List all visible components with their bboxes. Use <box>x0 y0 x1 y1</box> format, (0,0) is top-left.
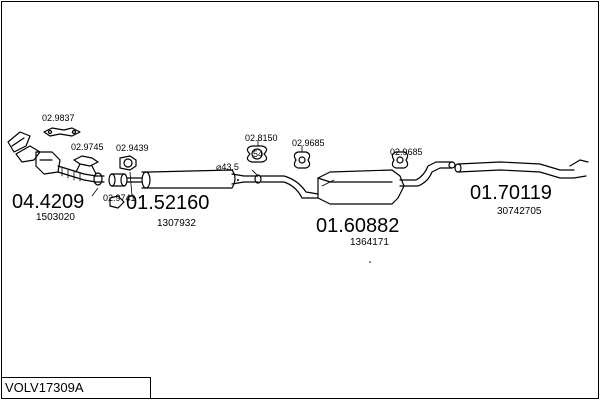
part-number: 01.52160 <box>126 192 209 214</box>
accessory-label: 02.9745 <box>71 142 104 152</box>
diagram-code: VOLV17309A <box>1 377 151 399</box>
gasket-02-9745 <box>73 155 99 175</box>
part-ref: 30742705 <box>497 206 542 217</box>
front-pipe <box>108 171 151 189</box>
rear-silencer <box>317 169 405 205</box>
center-silencer <box>149 169 262 189</box>
tail-pipe <box>454 159 589 179</box>
hanger-02-9685-b <box>391 151 409 169</box>
part-number: 01.60882 <box>316 215 399 237</box>
part-number: 04.4209 <box>12 191 84 213</box>
rubber-mount-02-8150 <box>246 145 268 163</box>
accessory-label: 02.8150 <box>245 133 278 143</box>
rear-outlet-pipe <box>399 161 456 187</box>
accessory-label: 02.9685 <box>292 138 325 148</box>
part-ref: 1364171 <box>350 237 389 248</box>
accessory-label: 02.9685 <box>390 147 423 157</box>
part-ref: 1307932 <box>157 218 196 229</box>
hanger-02-9685-a <box>293 151 311 169</box>
part-number: 01.70119 <box>470 182 552 204</box>
catalytic-converter <box>7 131 105 186</box>
diameter-label: ⌀43,5 <box>216 162 239 172</box>
accessory-label: 02.9837 <box>42 113 75 123</box>
ring-02-9741 <box>109 195 125 209</box>
accessory-label: 02.9741 <box>103 193 136 203</box>
accessory-label: 02.9439 <box>116 143 149 153</box>
connector-pipe <box>251 169 319 199</box>
gasket-02-9837 <box>43 127 81 137</box>
clamp-size-label: 54 <box>253 149 263 159</box>
clamp-02-9439 <box>119 155 137 171</box>
part-ref: 1503020 <box>36 212 75 223</box>
